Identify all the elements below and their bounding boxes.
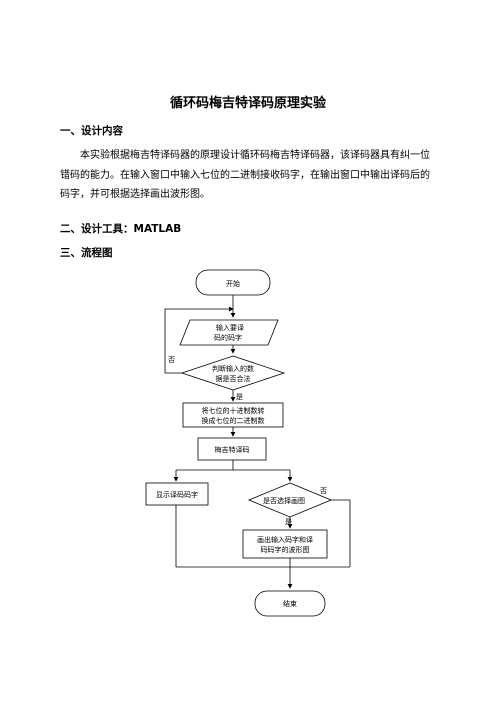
no-label-right: 否: [320, 487, 327, 495]
end-terminal: [254, 590, 326, 617]
yes-label-1: 是: [236, 393, 243, 401]
end-label: 结束: [283, 599, 297, 608]
arrow-no-plot: [331, 499, 351, 567]
show-code-label: 显示译码码字: [156, 490, 198, 499]
yes-label-2: 是: [285, 518, 292, 526]
meggitt-decode-box: [197, 437, 267, 461]
convert-label-line1: 将七位的十进制数转: [202, 406, 265, 415]
show-code-box: [145, 482, 209, 506]
check-label-line2: 据是否合法: [216, 374, 251, 383]
section-heading-design-content: 一、设计内容: [60, 125, 123, 137]
choose-plot-label: 是否选择画图: [263, 496, 305, 505]
decode-label: 梅吉特译码: [215, 445, 250, 454]
input-label-line2: 码的码字: [214, 333, 242, 342]
validity-check-diamond: [180, 355, 286, 391]
section-heading-flowchart: 三、流程图: [60, 247, 113, 259]
page-title: 循环码梅吉特译码原理实验: [169, 96, 326, 111]
input-parallelogram: [179, 319, 279, 346]
start-label: 开始: [226, 279, 240, 288]
plot-label-line1: 画出输入码字和译: [257, 535, 313, 544]
no-label-left: 否: [168, 356, 175, 364]
arrow-invalid-loop: [164, 306, 234, 374]
plot-label-line2: 码码字的波形图: [261, 545, 310, 554]
section-heading-design-tools: 二、设计工具：MATLAB: [60, 223, 182, 235]
convert-label-line2: 换成七位的二进制数: [202, 416, 265, 425]
plot-waveform-box: [242, 529, 328, 559]
check-label-line1: 判断输入的数: [212, 364, 254, 373]
design-content-paragraph: 本实验根据梅吉特译码器的原理设计循环码梅吉特译码器，该译码器具有纠一位错码的能力…: [60, 150, 430, 200]
input-label-line1: 输入要译: [216, 323, 244, 332]
